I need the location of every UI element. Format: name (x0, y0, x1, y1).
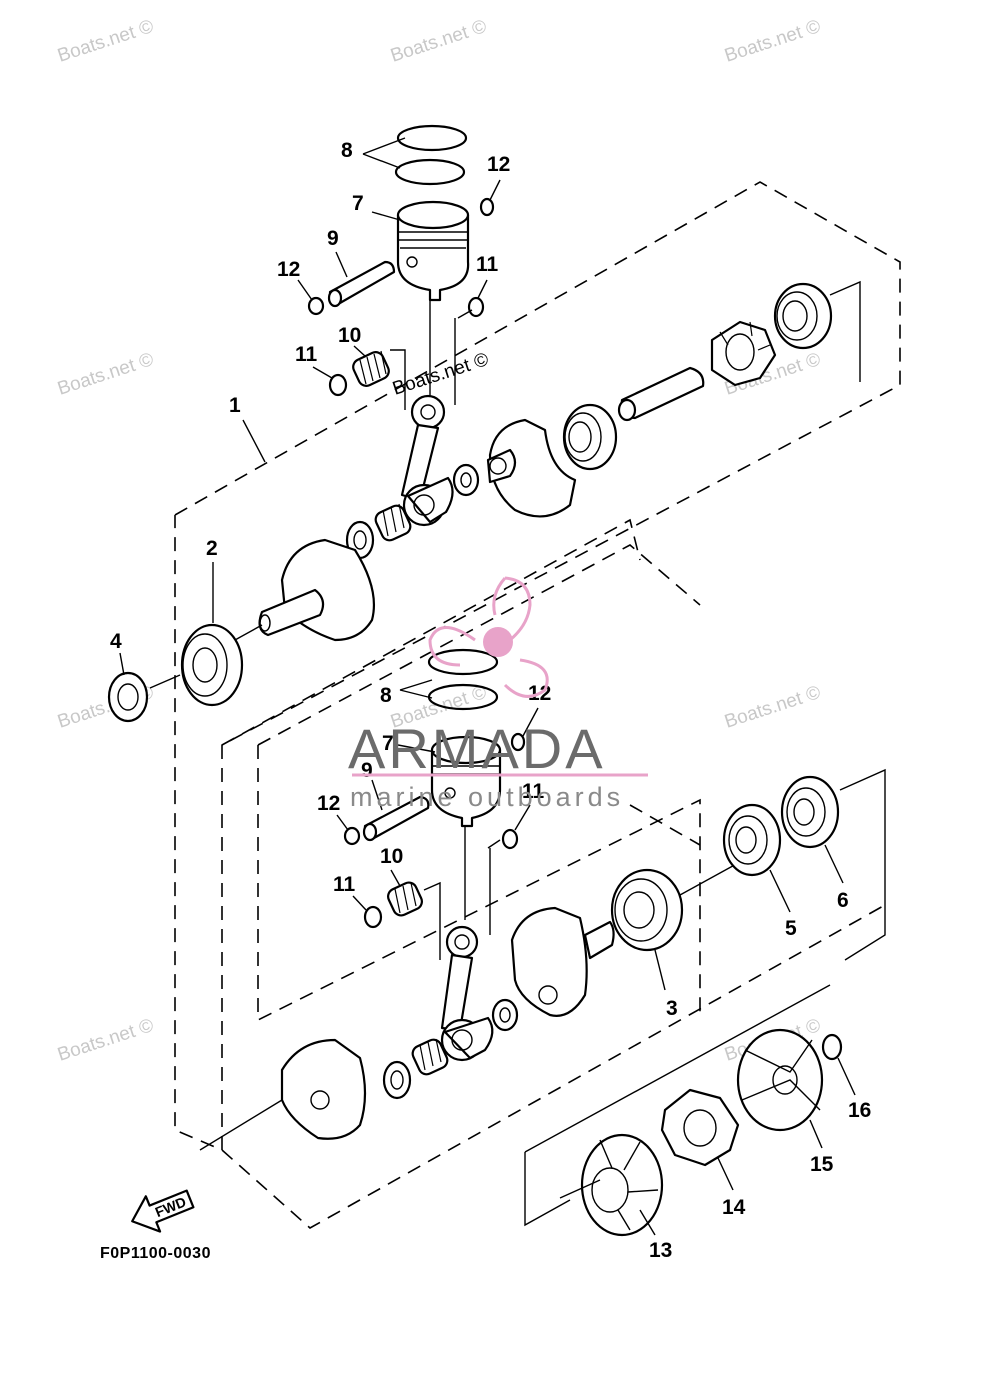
callout-8-upper: 8 (341, 139, 353, 162)
callout-9-lower: 9 (361, 759, 373, 782)
callout-12-lower-left: 12 (317, 792, 340, 815)
callout-16: 16 (848, 1099, 871, 1122)
crankshaft-main-web (258, 538, 376, 642)
leader-line (390, 349, 406, 410)
callout-11-lower-right: 11 (522, 780, 545, 803)
callout-11-lower-left: 11 (333, 873, 356, 896)
callout-11-upper-right: 11 (476, 253, 499, 276)
connecting-rod-lower (440, 925, 494, 1062)
crank-web-upper-right (486, 418, 577, 518)
brand-tagline: marine outboards (350, 782, 624, 812)
coupling-15 (736, 1028, 824, 1132)
piston-lower (430, 735, 502, 828)
crank-web-lower-right (510, 906, 615, 1017)
oil-seal-6 (780, 775, 840, 849)
callout-2: 2 (206, 537, 218, 560)
watermark: Boats.net © (722, 682, 823, 733)
circlip-upper-right-11 (467, 296, 485, 318)
watermark: Boats.net © (722, 16, 823, 67)
watermark: Boats.net © (55, 16, 156, 67)
diagram-code: F0P1100-0030 (100, 1245, 211, 1262)
crank-web-lower-left (280, 1038, 367, 1140)
brand-name: ARMADA (348, 717, 606, 780)
leader-line (457, 309, 473, 319)
center-shaft (617, 366, 705, 422)
armada-logo: ARMADA marine outboards (348, 576, 648, 812)
callout-13: 13 (649, 1239, 672, 1262)
circlip-lower-left (343, 826, 361, 846)
o-ring-16 (821, 1033, 843, 1061)
propeller-icon (428, 576, 549, 698)
callout-14: 14 (722, 1196, 746, 1219)
leader-line (149, 674, 181, 689)
callout-1: 1 (229, 394, 241, 417)
piston-upper (396, 200, 470, 302)
watermark-layer: Boats.net © Boats.net © Boats.net © Boat… (55, 16, 823, 1066)
callout-5: 5 (785, 917, 797, 940)
circlip-lower-right (510, 732, 526, 752)
circlip-upper-left (307, 296, 325, 316)
piston-rings-upper (394, 124, 468, 186)
callout-leaders (119, 137, 856, 1236)
callout-12-upper-left: 12 (277, 258, 300, 281)
connecting-rod-upper (400, 394, 454, 527)
main-bearing-2 (180, 623, 244, 707)
callout-9-upper: 9 (327, 227, 339, 250)
needle-bearing-upper (352, 350, 390, 387)
assembly-outline-lower-cylinder (257, 544, 701, 1022)
callout-4: 4 (110, 630, 122, 653)
watermark: Boats.net © (55, 1015, 156, 1066)
fwd-arrow-icon: FWD (131, 1189, 195, 1233)
axis-lines (199, 624, 601, 1199)
callout-12-upper-right: 12 (487, 153, 510, 176)
circlip-lower-right-11 (501, 828, 519, 850)
watermark: Boats.net © (388, 16, 489, 67)
ball-bearing-upper-end (773, 282, 833, 350)
callout-10-lower: 10 (380, 845, 403, 868)
piston-pin-upper (327, 260, 396, 308)
gear-coupling-upper (710, 320, 777, 387)
leader-line (423, 881, 441, 960)
leader-line (487, 839, 501, 849)
callout-6: 6 (837, 889, 849, 912)
needle-bearing-center (374, 503, 412, 542)
washer-lower-left (363, 905, 383, 929)
piston-pin-lower (362, 795, 430, 842)
assembly-outline-crankshaft (174, 181, 901, 1229)
watermark: Boats.net © (55, 349, 156, 400)
ball-bearing-upper (562, 403, 618, 471)
bearing-cage-lower (382, 1060, 412, 1100)
bearing-3 (610, 868, 684, 952)
needle-bearing-lower-center (411, 1038, 449, 1076)
callout-15: 15 (810, 1153, 834, 1176)
washer-crank-upper (452, 463, 480, 497)
oil-seal-4 (107, 671, 149, 723)
drive-coupling-13 (580, 1133, 664, 1237)
circlip-upper-right (479, 197, 495, 217)
washer-crank-lower (491, 998, 519, 1032)
bracket-lines (524, 280, 886, 1227)
rubber-damper-14 (660, 1088, 740, 1167)
oil-seal-5 (722, 803, 782, 877)
callout-11-upper-left: 11 (295, 343, 318, 366)
needle-bearing-lower (387, 881, 423, 917)
leader-line (679, 861, 741, 896)
washer-upper-left (328, 373, 348, 397)
callout-8-lower: 8 (380, 684, 392, 707)
callout-3: 3 (666, 997, 678, 1020)
callout-10-upper: 10 (338, 324, 361, 347)
callout-7-upper: 7 (352, 192, 364, 215)
callout-7-lower: 7 (382, 732, 394, 755)
callout-labels: 1 2 3 4 5 6 7 8 9 10 11 12 13 14 15 16 7… (110, 139, 871, 1262)
